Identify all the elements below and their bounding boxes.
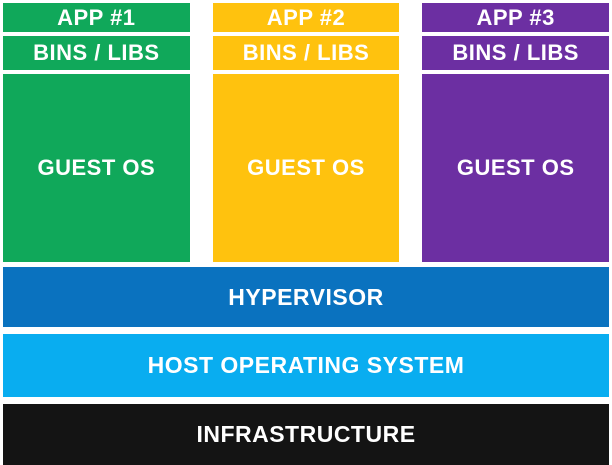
- bins-libs-block-2: BINS / LIBS: [212, 36, 400, 70]
- vm-stack-2: APP #2 BINS / LIBS GUEST OS: [212, 3, 400, 262]
- guest-os-block-3: GUEST OS: [422, 74, 610, 262]
- vm-stack-3: APP #3 BINS / LIBS GUEST OS: [422, 3, 610, 262]
- app1-block: APP #1: [3, 3, 190, 32]
- bins-libs-block-3: BINS / LIBS: [422, 36, 610, 70]
- vm-stack-1: APP #1 BINS / LIBS GUEST OS: [3, 3, 190, 262]
- guest-os-block-2: GUEST OS: [212, 74, 400, 262]
- vm-stacks-row: APP #1 BINS / LIBS GUEST OS APP #2 BINS …: [3, 3, 610, 262]
- bins-libs-block-1: BINS / LIBS: [3, 36, 190, 70]
- guest-os-block-1: GUEST OS: [3, 74, 190, 262]
- host-operating-system-layer: HOST OPERATING SYSTEM: [3, 334, 609, 397]
- hypervisor-layer: HYPERVISOR: [3, 267, 609, 327]
- app2-block: APP #2: [212, 3, 400, 32]
- app3-block: APP #3: [422, 3, 610, 32]
- infrastructure-layer: INFRASTRUCTURE: [3, 404, 609, 465]
